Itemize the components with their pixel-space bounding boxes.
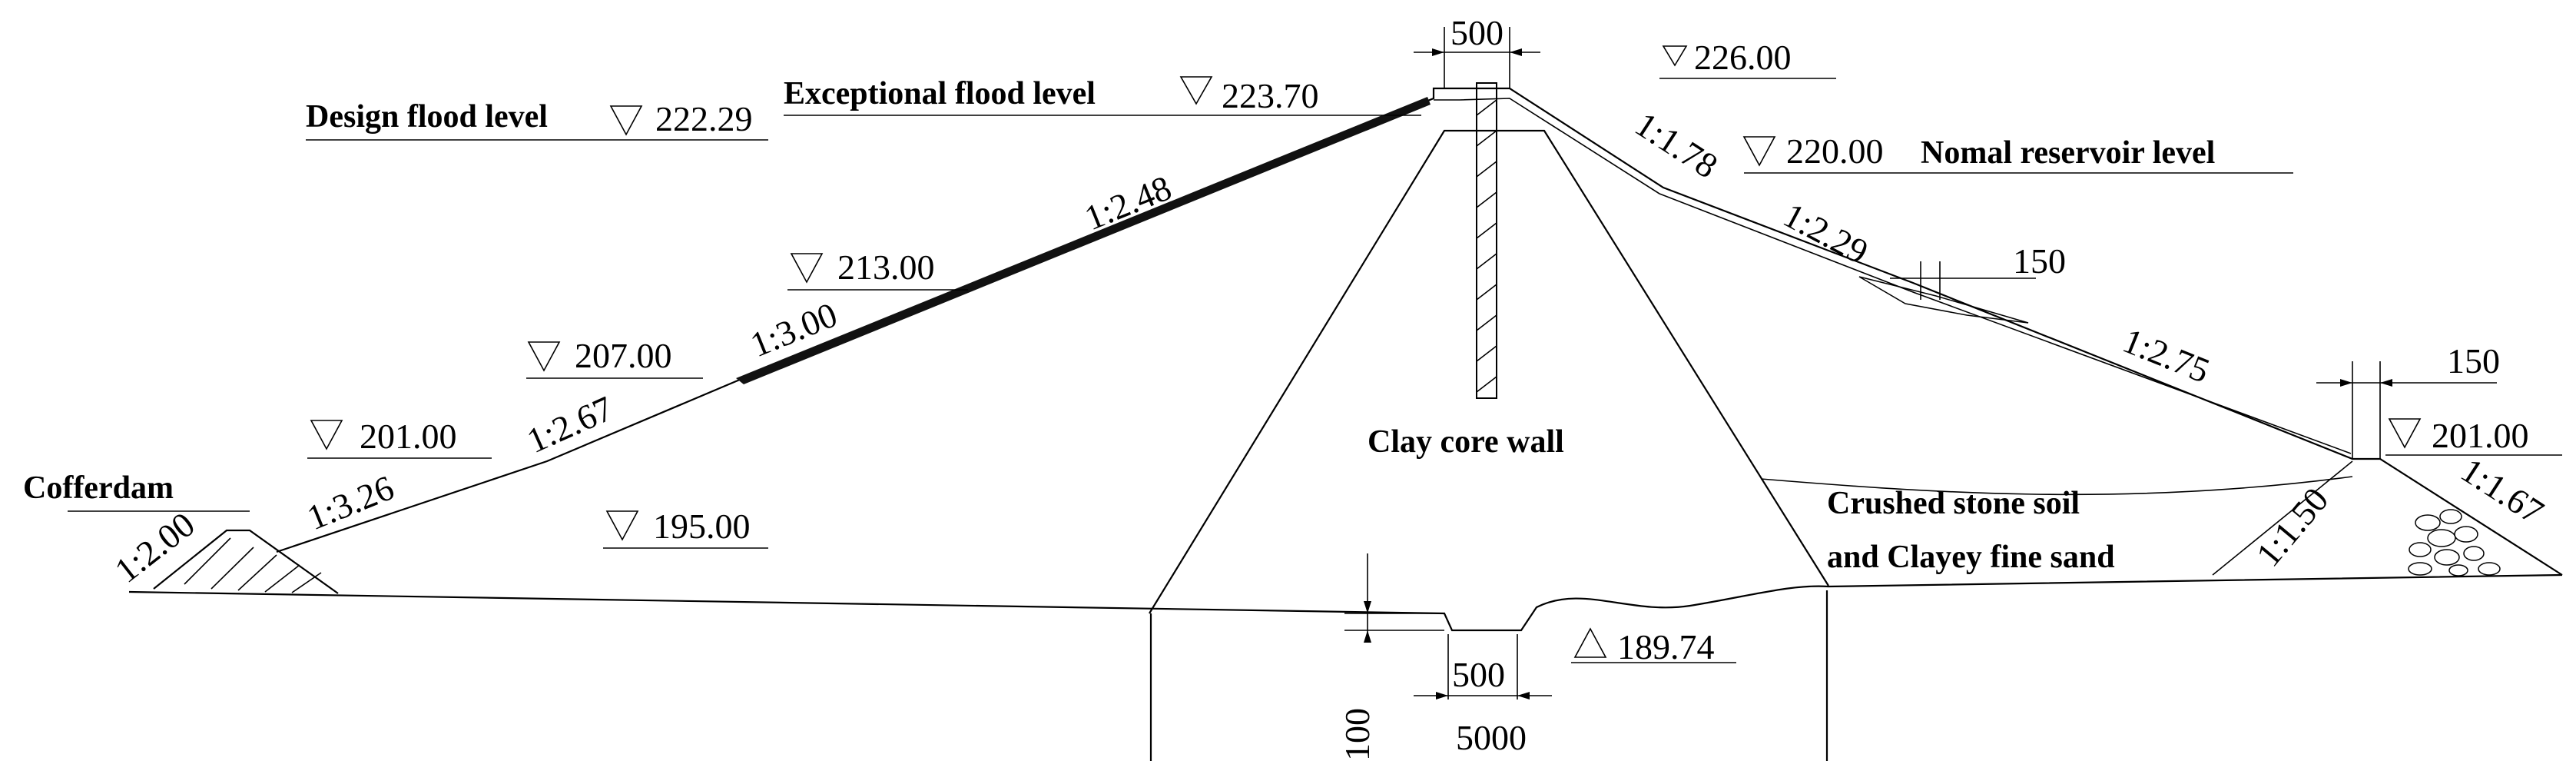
berm-dimension-2: [2316, 361, 2497, 459]
crest-surface: [1434, 98, 2352, 454]
elev-upstream-201: 201.00: [307, 417, 492, 459]
slope-downstream-5: 1:1.67: [2455, 450, 2551, 532]
cutoff-depth-dim: 100: [1338, 708, 1377, 761]
berm-dimension-1: [1890, 261, 2036, 300]
cutoff-width-dim: 500: [1452, 655, 1505, 694]
elev-201-value: 201.00: [360, 417, 457, 456]
downstream-inner-slope: [2212, 460, 2353, 576]
exceptional-flood-label: Exceptional flood level: [784, 76, 1096, 111]
elev-foundation-value: 189.74: [1617, 627, 1715, 666]
slope-downstream-3: 1:2.75: [2117, 321, 2215, 390]
downstream-berm-riprap: [1858, 276, 2029, 324]
elev-foundation: 189.74: [1571, 627, 1736, 666]
elev-normal-value: 220.00: [1786, 131, 1884, 171]
elev-207-value: 207.00: [575, 336, 672, 375]
upstream-riprap: [736, 97, 1431, 384]
elev-exceptional-flood: Exceptional flood level 223.70: [784, 76, 1421, 116]
berm-width-dim-1: 150: [2013, 241, 2066, 281]
base-width-dim: 5000: [1456, 718, 1527, 757]
slope-downstream-4: 1:1.50: [2249, 480, 2336, 574]
elev-crest-value: 226.00: [1694, 38, 1792, 77]
toe-rock-prism: [2408, 509, 2501, 577]
crushed-stone-label-2: and Clayey fine sand: [1827, 540, 2115, 575]
cofferdam: [68, 510, 339, 594]
crushed-stone-label-1: Crushed stone soil: [1827, 486, 2080, 521]
clay-core-label: Clay core wall: [1368, 424, 1564, 460]
clay-core-outline: [1149, 129, 1829, 614]
normal-reservoir-label: Nomal reservoir level: [1921, 135, 2215, 171]
berm-width-dim-2: 150: [2447, 341, 2500, 380]
design-flood-label: Design flood level: [306, 99, 548, 135]
cofferdam-label: Cofferdam: [23, 470, 174, 506]
slope-downstream-2: 1:2.29: [1777, 195, 1875, 272]
elev-upstream-195: 195.00: [603, 507, 768, 549]
elev-195-value: 195.00: [653, 507, 751, 546]
upstream-slope: [276, 87, 2563, 576]
crest-dimension: [1414, 27, 1540, 88]
cutoff-dimensions: [1344, 553, 1552, 700]
ground-line-upstream: [128, 573, 2563, 632]
elev-design-flood: Design flood level 222.29: [306, 99, 768, 141]
crest-width-dim: 500: [1450, 13, 1503, 52]
elev-down-201-value: 201.00: [2432, 416, 2529, 455]
elev-213-value: 213.00: [837, 248, 935, 287]
crushed-stone-boundary: [1760, 476, 2353, 496]
elev-crest: 226.00: [1659, 38, 1836, 79]
slope-upstream-3: 1:3.00: [745, 294, 843, 364]
cutoff-wall: [1476, 82, 1497, 399]
elev-upstream-213: 213.00: [787, 248, 968, 291]
slope-upstream-2: 1:2.67: [521, 388, 618, 460]
elev-design-value: 222.29: [655, 99, 753, 138]
elev-upstream-207: 207.00: [526, 336, 703, 379]
elev-downstream-201: 201.00: [2385, 416, 2562, 456]
slope-cofferdam: 1:2.00: [108, 504, 202, 590]
elev-exceptional-value: 223.70: [1222, 76, 1319, 115]
elev-normal-reservoir: 220.00 Nomal reservoir level: [1742, 131, 2293, 174]
